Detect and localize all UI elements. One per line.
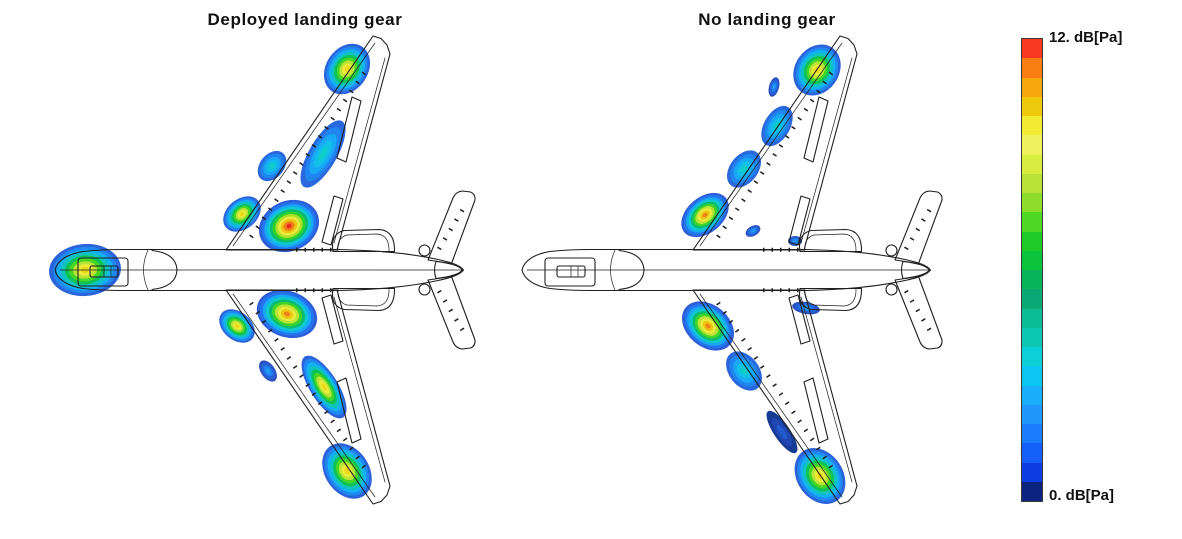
panel-title-deployed-gear: Deployed landing gear: [207, 10, 403, 29]
noise-source-starboard-inboard: [726, 351, 762, 391]
noise-source-port-midwing: [300, 120, 346, 188]
colorbar-max-label: 12. dB[Pa]: [1049, 29, 1123, 46]
colorbar-swatch: [1022, 116, 1042, 136]
colorbar-swatch: [1022, 308, 1042, 328]
noise-source-starboard-midwing: [301, 355, 347, 419]
noise-source-port-inboard: [727, 150, 761, 188]
noise-source-port-wingtip: [323, 43, 371, 95]
colorbar-swatch: [1022, 135, 1042, 155]
colorbar-swatch: [1022, 39, 1042, 59]
colorbar-swatch: [1022, 231, 1042, 251]
noise-source-starboard-midwing-streak: [766, 410, 798, 454]
colorbar-swatch: [1022, 96, 1042, 116]
aircraft-schematic-no-gear: [522, 36, 942, 504]
noise-source-port-wing-root: [223, 196, 261, 232]
colorbar-swatch: [1022, 193, 1042, 213]
colorbar-swatch: [1022, 404, 1042, 424]
noise-source-starboard-wing-root: [682, 301, 734, 351]
noise-source-port-slat-inboard: [257, 150, 287, 182]
colorbar: [1021, 38, 1043, 502]
colorbar-swatch: [1022, 289, 1042, 309]
colorbar-swatch: [1022, 58, 1042, 78]
noise-source-main-landing-gear-port: [258, 199, 320, 253]
colorbar-swatch: [1022, 250, 1042, 270]
noise-source-port-flap-fairing: [745, 225, 761, 237]
noise-source-starboard-wingtip: [322, 443, 372, 499]
colorbar-swatch: [1022, 366, 1042, 386]
colorbar-swatch: [1022, 154, 1042, 174]
colorbar-swatch: [1022, 481, 1042, 501]
colorbar-swatch: [1022, 327, 1042, 347]
colorbar-swatch: [1022, 347, 1042, 367]
noise-source-port-midwing: [761, 105, 793, 147]
colorbar-swatch: [1022, 462, 1042, 482]
aircraft-schematic-deployed-gear: [55, 36, 475, 504]
noise-source-main-landing-gear-starboard: [256, 289, 318, 339]
panel-title-no-gear: No landing gear: [698, 10, 836, 29]
noise-source-starboard-slat-arrow: [259, 360, 277, 382]
colorbar-min-label: 0. dB[Pa]: [1049, 487, 1115, 504]
noise-source-starboard-wing-root: [219, 309, 255, 343]
colorbar-swatch: [1022, 212, 1042, 232]
colorbar-swatch: [1022, 270, 1042, 290]
noise-source-port-wing-root: [681, 192, 729, 238]
noise-blobs-deployed-gear: [49, 43, 372, 499]
noise-blobs-no-gear: [681, 44, 846, 504]
noise-source-port-slat-dash: [768, 77, 780, 97]
colorbar-swatch: [1022, 424, 1042, 444]
colorbar-swatch: [1022, 443, 1042, 463]
colorbar-swatch: [1022, 173, 1042, 193]
colorbar-swatch: [1022, 385, 1042, 405]
noise-source-starboard-wingtip: [794, 448, 846, 504]
colorbar-swatch: [1022, 77, 1042, 97]
